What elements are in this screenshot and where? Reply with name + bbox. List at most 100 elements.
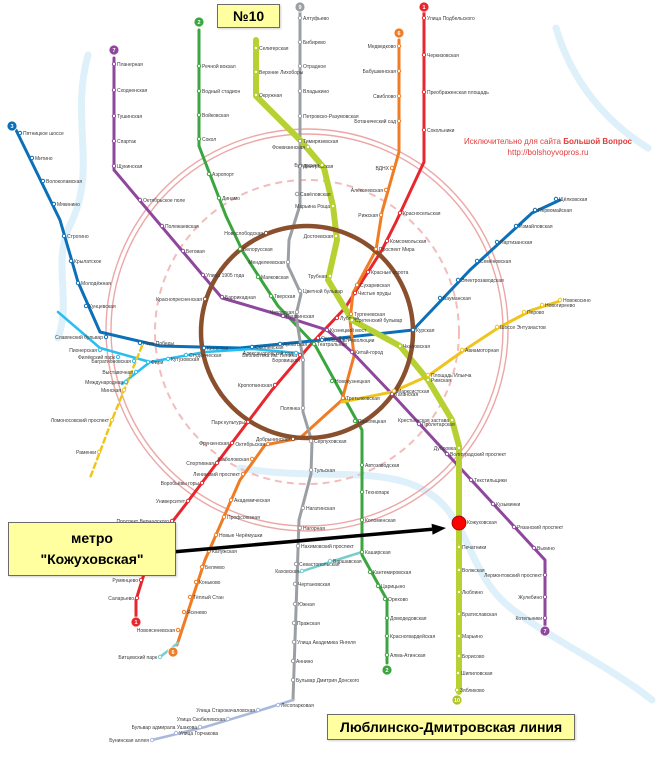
station-dot xyxy=(187,594,193,600)
station-label: Профсоюзная xyxy=(227,515,260,521)
station-dot xyxy=(531,545,537,551)
station-label: Тимирязевская xyxy=(303,139,338,145)
station-dot xyxy=(352,290,358,296)
callout-line-name: Люблинско-Дмитровская линия xyxy=(327,714,576,740)
station-label: Перово xyxy=(527,310,545,316)
callout-station-line1: метро xyxy=(71,530,113,546)
station-label: Мякинино xyxy=(57,202,80,208)
station-label: Пятницкое шоссе xyxy=(23,131,64,137)
station-dot xyxy=(200,272,206,278)
watermark-text: Исключительно для сайта Большой Вопрос xyxy=(444,137,652,148)
station-label: Новоясеневская xyxy=(137,628,175,634)
station-dot xyxy=(111,113,117,119)
station-label: Планерная xyxy=(117,62,143,68)
highlight-marker xyxy=(451,515,467,531)
station-dot xyxy=(521,309,527,315)
line-number-badge xyxy=(393,27,405,39)
station-dot xyxy=(324,327,330,333)
station-dot xyxy=(240,471,246,477)
station-dot xyxy=(225,716,231,722)
station-dot xyxy=(456,445,462,451)
station-label: Варшавская xyxy=(333,559,362,565)
station-label: Шоссе Энтузиастов xyxy=(500,325,546,331)
station-dot xyxy=(237,246,243,252)
station-dot xyxy=(201,345,207,351)
station-label: Третьяковская xyxy=(346,396,380,402)
station-label: Верхние Лихоборы xyxy=(259,70,304,76)
station-label: Чертановская xyxy=(298,582,331,588)
station-label: Алма-Атинская xyxy=(390,653,426,659)
station-label: Кантемировская xyxy=(373,570,411,576)
station-dot xyxy=(249,456,255,462)
station-dot xyxy=(291,620,297,626)
station-dot xyxy=(456,544,462,550)
station-label: Комсомольская xyxy=(390,239,427,245)
station-label: Молодёжная xyxy=(81,281,111,287)
line-number-badge-label: 6 xyxy=(171,650,174,656)
station-dot xyxy=(213,532,219,538)
station-label: Тверская xyxy=(274,294,296,300)
station-dot xyxy=(111,138,117,144)
station-dot xyxy=(145,359,151,365)
station-label: Сокольники xyxy=(427,128,455,134)
station-label: Каширская xyxy=(365,550,391,556)
station-dot xyxy=(245,419,251,425)
station-dot xyxy=(249,344,255,350)
station-dot xyxy=(293,561,299,567)
station-label: Крылатское xyxy=(74,259,102,265)
station-label: Котельники xyxy=(516,616,543,622)
station-label: Маяковская xyxy=(261,275,289,281)
station-dot xyxy=(490,501,496,507)
station-label: Партизанская xyxy=(500,240,533,246)
station-label: Раменки xyxy=(76,450,96,456)
station-dot xyxy=(373,246,379,252)
station-dot xyxy=(389,165,395,171)
station-label: Бульвар адмирала Ушакова xyxy=(132,725,198,731)
station-dot xyxy=(292,581,298,587)
station-dot xyxy=(40,178,46,184)
station-dot xyxy=(96,449,102,455)
station-dot xyxy=(308,467,314,473)
station-dot xyxy=(291,639,297,645)
line-number-badge xyxy=(451,694,463,706)
station-dot xyxy=(157,654,163,660)
station-dot xyxy=(297,63,303,69)
station-label: Театральная xyxy=(317,342,347,348)
station-dot xyxy=(319,162,325,168)
station-dot xyxy=(272,382,278,388)
station-label: Парк Победы xyxy=(143,341,175,347)
station-label: Печатники xyxy=(462,545,487,551)
station-dot xyxy=(456,633,462,639)
station-label: Баррикадная xyxy=(225,295,256,301)
station-label: Университет xyxy=(156,499,186,505)
station-dot xyxy=(396,118,402,124)
station-label: Румянцево xyxy=(112,578,138,584)
station-label: Международная xyxy=(85,380,123,386)
station-label: Семёновская xyxy=(480,259,511,265)
station-dot xyxy=(297,15,303,21)
watermark-url: http://bolshoyvopros.ru xyxy=(507,147,589,157)
station-dot xyxy=(137,197,143,203)
station-label: Строгино xyxy=(67,234,89,240)
station-label: Дмитровская xyxy=(303,164,334,170)
station-dot xyxy=(221,514,227,520)
station-dot xyxy=(297,88,303,94)
station-dot xyxy=(348,311,354,317)
station-dot xyxy=(300,357,306,363)
station-label: Бибирево xyxy=(303,40,326,46)
station-label: Щукинская xyxy=(117,164,143,170)
station-dot xyxy=(359,549,365,555)
station-dot xyxy=(229,440,235,446)
station-dot xyxy=(199,480,205,486)
line-number-badge xyxy=(418,1,430,13)
river xyxy=(54,51,92,342)
station-label: Тёплый Стан xyxy=(193,594,224,601)
line-number-badge xyxy=(6,120,18,132)
station-label: Кузьминки xyxy=(496,502,520,508)
station-dot xyxy=(297,163,303,169)
station-dot xyxy=(456,589,462,595)
station-label: Речной вокзал xyxy=(202,63,236,70)
station-dot xyxy=(97,347,103,353)
station-dot xyxy=(474,258,480,264)
station-label: Академическая xyxy=(234,498,270,504)
